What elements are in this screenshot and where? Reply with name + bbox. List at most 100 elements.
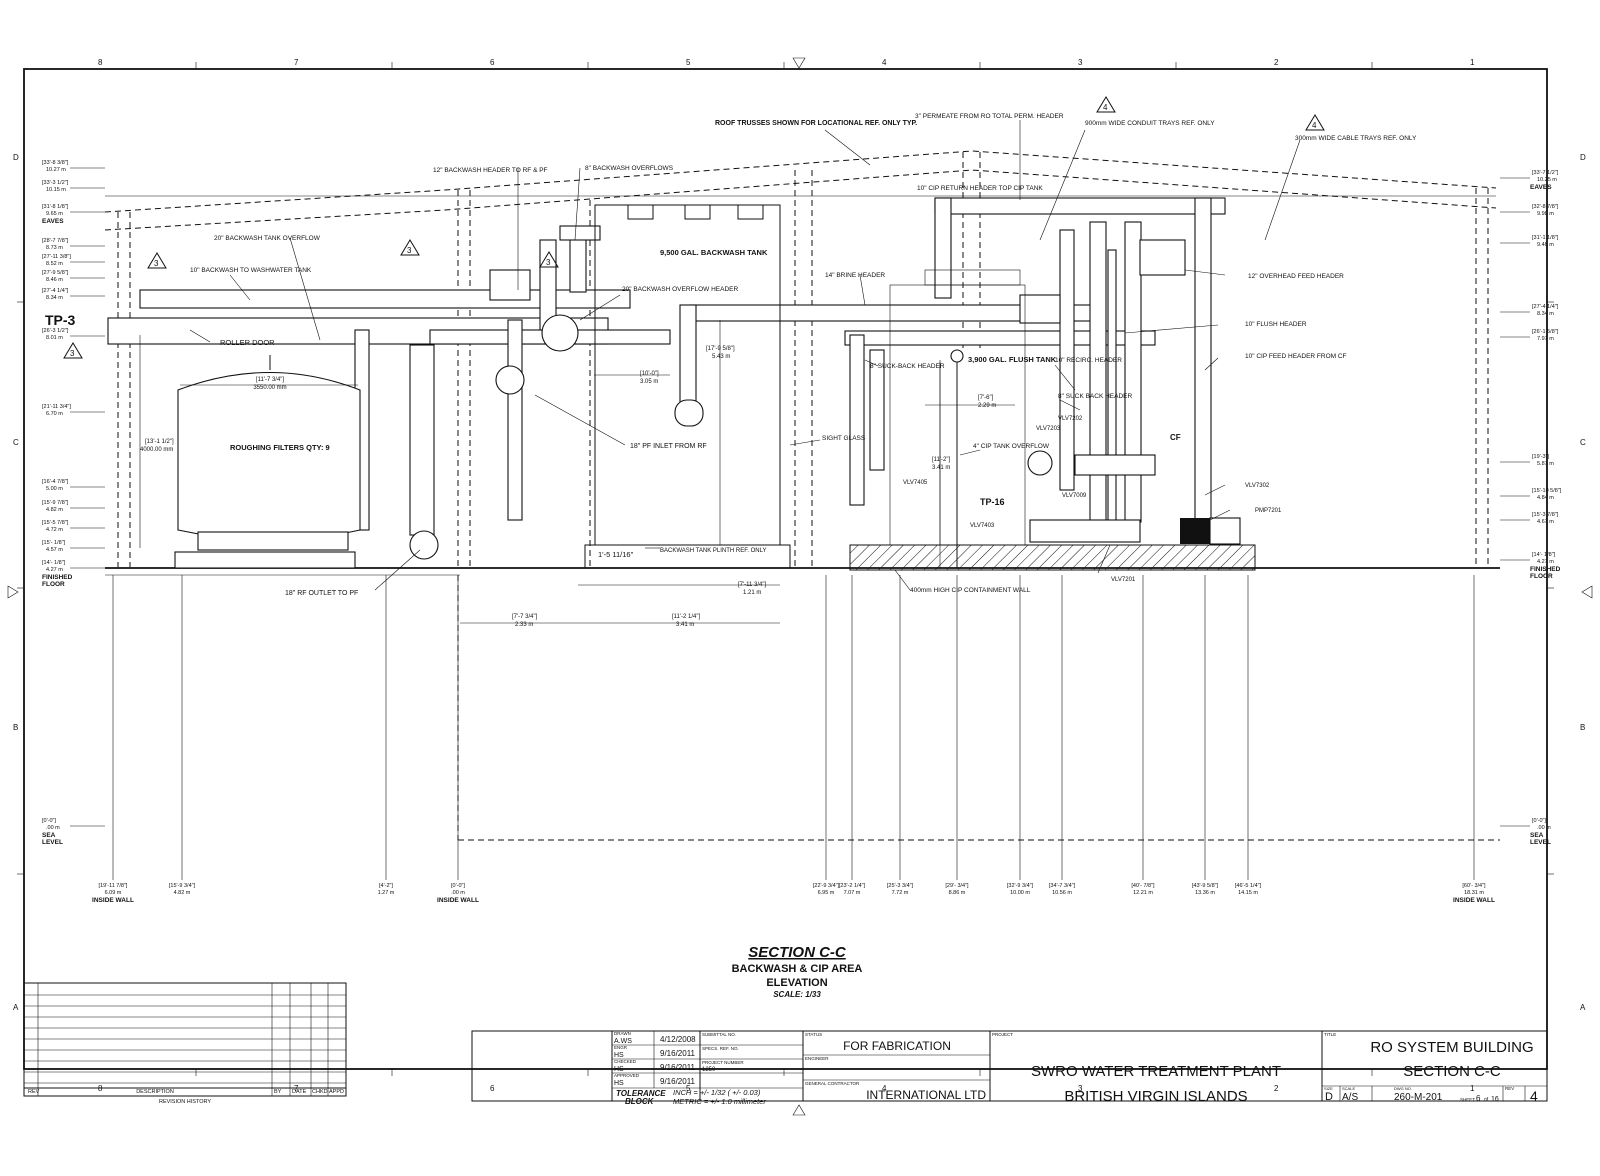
- elevation-tag: EAVES: [42, 218, 64, 225]
- tb-dwg: 260-M-201: [1394, 1092, 1443, 1103]
- tb-project-no-label: PROJECT NUMBER: [702, 1060, 744, 1065]
- elevation-metric: 8.34 m: [46, 295, 63, 301]
- elevation-tag: FLOOR: [42, 581, 65, 588]
- tb-gc: INTERNATIONAL LTD: [866, 1088, 986, 1102]
- section-subtitle: BACKWASH & CIP AREA: [732, 963, 863, 975]
- elevation-metric: 4.67 m: [1537, 519, 1554, 525]
- elevation-imperial: [16'-4 7/8"]: [42, 479, 69, 485]
- border-col-label: 1: [1470, 58, 1475, 67]
- dim-met: 3.41 m: [932, 465, 950, 471]
- elevation-metric: 6.70 m: [46, 411, 63, 417]
- elevation-tag: FINISHED: [42, 574, 73, 581]
- dim-met: 3.41 m: [676, 622, 694, 628]
- svg-text:4: 4: [1103, 103, 1108, 112]
- title-block: [471, 1030, 1548, 1102]
- dim-imp: [7'-11 3/4"]: [738, 582, 767, 588]
- elevation-imperial: [33'-3 1/2"]: [42, 180, 69, 186]
- tb-approved-label: APPROVED: [614, 1073, 640, 1078]
- note-suck-back2: 8" SUCK BACK HEADER: [1058, 393, 1132, 400]
- valve-label: VLV7009: [1062, 493, 1087, 499]
- elevation-imperial: [0'-0"]: [1532, 818, 1546, 824]
- note-permeate: 3" PERMEATE FROM RO TOTAL PERM. HEADER: [915, 113, 1064, 120]
- border-col-label: 2: [1274, 1084, 1279, 1093]
- rev-col-chkd: CHKD: [312, 1089, 328, 1095]
- border-col-label: 6: [490, 58, 495, 67]
- elevation-tag: EAVES: [1530, 184, 1552, 191]
- note-bw-overflows: 8" BACKWASH OVERFLOWS: [585, 165, 674, 172]
- elevation-leaders: [70, 167, 1530, 827]
- elevation-imperial: [31'-1 1/8"]: [1532, 235, 1559, 241]
- elevation-tag: SEA: [1530, 832, 1544, 839]
- border-col-label: 1: [1470, 1084, 1475, 1093]
- dim-imp: [11'-7 3/4"]: [256, 377, 285, 383]
- valve-label: VLV7203: [1036, 426, 1061, 432]
- bottom-dim-imperial: [29'- 3/4"]: [945, 883, 969, 889]
- note-pf-inlet: 18" PF INLET FROM RF: [630, 443, 707, 450]
- elevation-imperial: [0'-0"]: [42, 818, 56, 824]
- tb-drawn-date: 4/12/2008: [660, 1035, 696, 1044]
- section-title: SECTION C-C: [748, 944, 847, 961]
- note-bw-header: 12" BACKWASH HEADER TO RF & PF: [433, 167, 548, 174]
- elevation-tag: FINISHED: [1530, 566, 1561, 573]
- svg-text:3: 3: [70, 349, 75, 358]
- bottom-dim-metric: 6.09 m: [105, 890, 122, 896]
- tb-dwg-label: DWG NO.: [1394, 1086, 1412, 1091]
- tb-checked-label: CHECKED: [614, 1059, 637, 1064]
- tb-tol-inch: INCH = +/- 1/32 ( +/- 0.03): [673, 1088, 761, 1097]
- border-col-label: 3: [1078, 1084, 1083, 1093]
- note-rf-outlet: 18" RF OUTLET TO PF: [285, 590, 358, 597]
- note-cip-feed: 10" CIP FEED HEADER FROM CF: [1245, 353, 1347, 360]
- dim-imp: [17'-9 5/8"]: [706, 346, 735, 352]
- elevation-metric: 4.27 m: [1537, 559, 1554, 565]
- elevation-metric: 8.73 m: [46, 245, 63, 251]
- bottom-dim-metric: 12.21 m: [1133, 890, 1153, 896]
- bottom-dim-tag: INSIDE WALL: [92, 897, 134, 904]
- dim-met: 2.29 m: [978, 403, 996, 409]
- bottom-dim-imperial: [23'-2 1/4"]: [839, 883, 866, 889]
- tag-tp3: TP-3: [45, 312, 76, 328]
- note-flush-header: 10" FLUSH HEADER: [1245, 321, 1307, 328]
- elevation-imperial: [32'-8 7/8"]: [1532, 204, 1559, 210]
- elevation-imperial: [21'-11 3/4"]: [42, 404, 71, 410]
- valve-label: VLV7403: [970, 523, 995, 529]
- elevation-metric: 4.57 m: [46, 547, 63, 553]
- bottom-dim-tag: INSIDE WALL: [437, 897, 479, 904]
- elevation-imperial: [14'- 1/8"]: [42, 560, 66, 566]
- elevation-imperial: [33'-7 1/2"]: [1532, 170, 1559, 176]
- valve-label: PMP7201: [1255, 508, 1282, 514]
- elevation-tag: LEVEL: [42, 839, 63, 846]
- note-cip-overflow: 4" CIP TANK OVERFLOW: [973, 443, 1050, 450]
- finished-floor: [105, 567, 1500, 841]
- note-cip-wall: 400mm HIGH CIP CONTAINMENT WALL: [910, 587, 1031, 594]
- border-row-label: D: [1580, 153, 1586, 162]
- tb-title-1: RO SYSTEM BUILDING: [1370, 1039, 1533, 1056]
- note-bw-tank-overflow: 20" BACKWASH TANK OVERFLOW: [214, 235, 321, 242]
- bottom-dim-metric: 1.27 m: [378, 890, 395, 896]
- elevations-left: [33'-8 3/8"]10.27 m[33'-3 1/2"]10.15 m[3…: [42, 160, 73, 846]
- note-cip-return: 10" CIP RETURN HEADER TOP CIP TANK: [917, 185, 1043, 192]
- note-recirc: 10" RECIRC. HEADER: [1055, 357, 1122, 364]
- elevation-imperial: [28'-7 7/8"]: [42, 238, 69, 244]
- roof-trusses: [104, 150, 1497, 567]
- dim-imp: [11'-2 1/4"]: [672, 614, 701, 620]
- elevation-imperial: [15'- 1/8"]: [42, 540, 66, 546]
- tb-submittal-label: SUBMITTAL NO.: [702, 1032, 736, 1037]
- tb-drawn-label: DRAWN: [614, 1031, 631, 1036]
- elevation-metric: 7.97 m: [1537, 336, 1554, 342]
- dim-imp: [7'-6"]: [978, 395, 994, 401]
- bottom-dim-metric: 7.07 m: [844, 890, 861, 896]
- tb-gc-label: GENERAL CONTRACTOR: [805, 1081, 860, 1086]
- svg-text:3: 3: [546, 258, 551, 267]
- bottom-dim-imperial: [34'-7 3/4"]: [1049, 883, 1076, 889]
- tb-specs-label: SPECS. REF. NO.: [702, 1046, 739, 1051]
- tag-tp16: TP-16: [980, 497, 1005, 507]
- border-col-label: 5: [686, 58, 691, 67]
- elevation-metric: 8.01 m: [46, 335, 63, 341]
- elevation-imperial: [27'-11 3/8"]: [42, 254, 71, 260]
- inner-dimensions: [139, 320, 1015, 624]
- bottom-dim-imperial: [15'-9 3/4"]: [169, 883, 196, 889]
- dim-plinth: 1'-5 11/16": [598, 550, 634, 559]
- bottom-dim-metric: 8.86 m: [949, 890, 966, 896]
- elevation-metric: .00 m: [1537, 825, 1551, 831]
- note-flush-tank: 3,900 GAL. FLUSH TANK: [968, 355, 1057, 364]
